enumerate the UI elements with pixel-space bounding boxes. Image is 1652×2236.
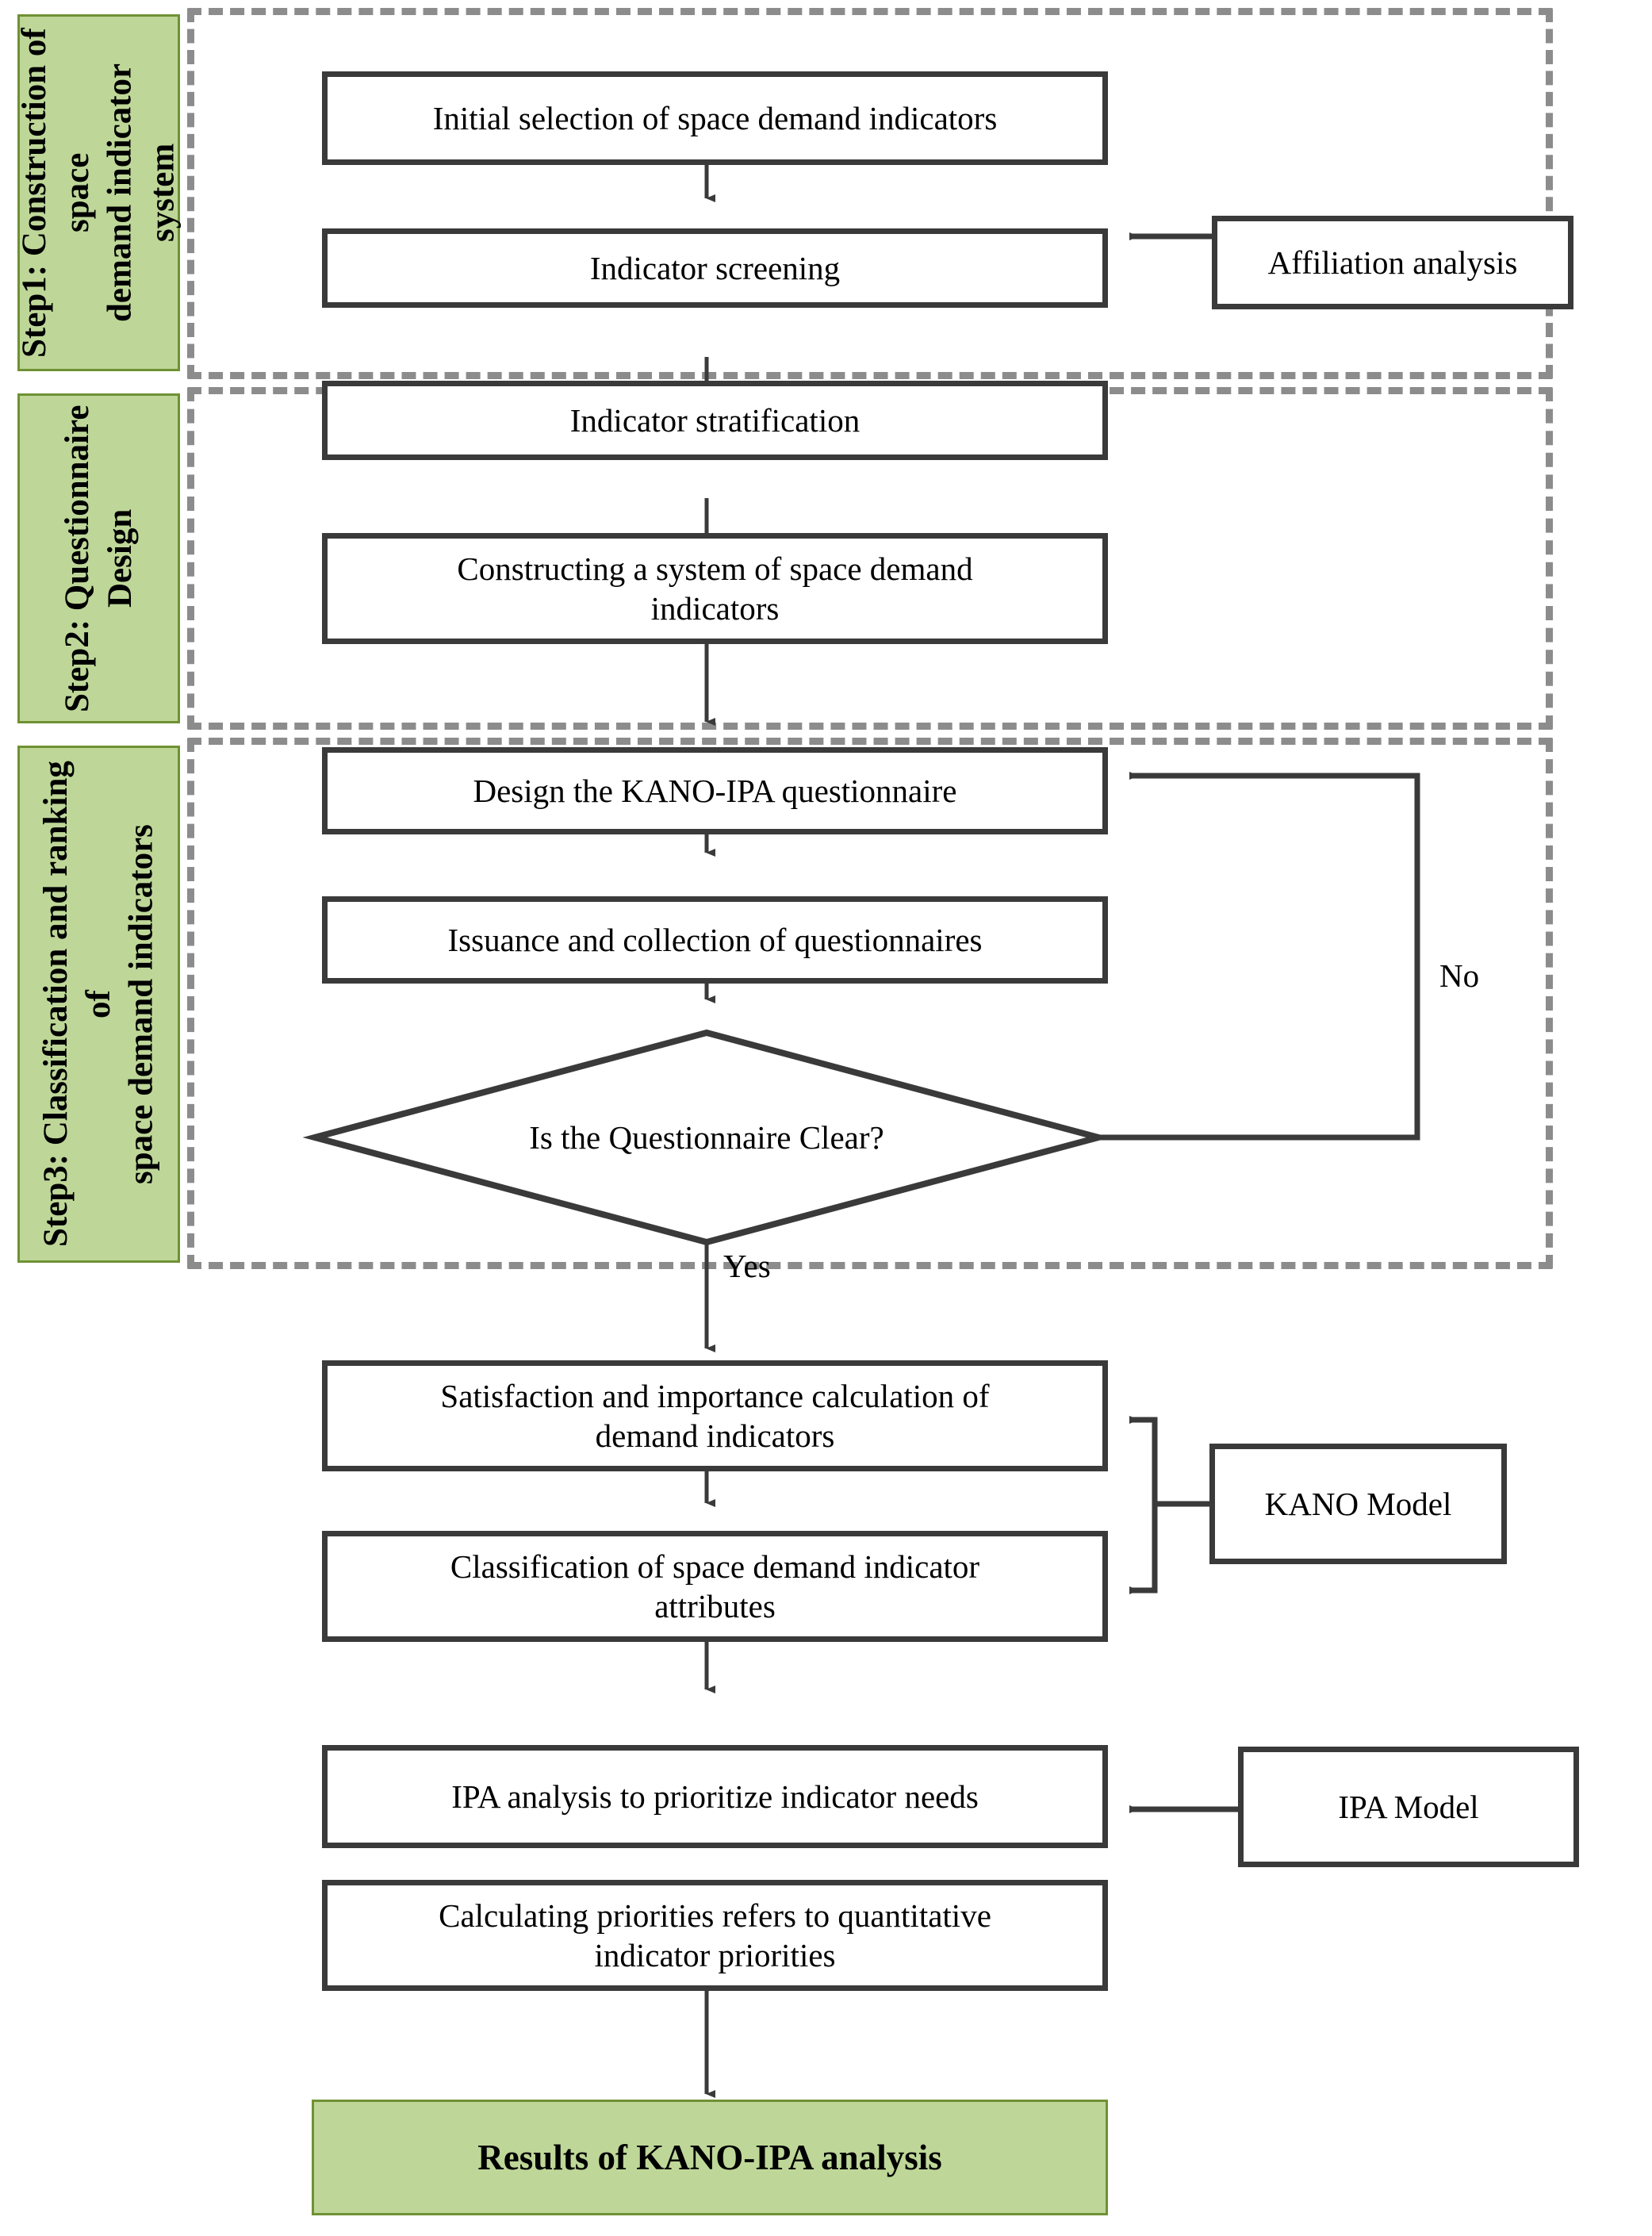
node-label: Satisfaction and importance calculation … <box>440 1377 990 1454</box>
node-indicator-stratification[interactable]: Indicator stratification <box>322 381 1108 460</box>
decision-questionnaire-clear[interactable]: Is the Questionnaire Clear? <box>421 1106 992 1169</box>
node-ipa-model[interactable]: IPA Model <box>1238 1747 1579 1867</box>
band-step1: Step1: Construction of space demand indi… <box>16 14 181 371</box>
node-label: Issuance and collection of questionnaire… <box>447 921 983 958</box>
node-label: Classification of space demand indicator… <box>450 1548 980 1624</box>
node-initial-selection[interactable]: Initial selection of space demand indica… <box>322 71 1108 165</box>
band-step3-label: Step3: Classification and ranking of spa… <box>36 761 160 1248</box>
node-constructing-system[interactable]: Constructing a system of space demand in… <box>322 533 1108 644</box>
node-label: Affiliation analysis <box>1267 244 1518 281</box>
node-label: Design the KANO-IPA questionnaire <box>473 772 957 809</box>
node-kano-model[interactable]: KANO Model <box>1209 1444 1507 1564</box>
node-label: Constructing a system of space demand in… <box>457 550 973 627</box>
band-step2: Step2: Questionnaire Design <box>17 393 180 723</box>
node-label: KANO Model <box>1264 1485 1452 1522</box>
node-label: Indicator screening <box>589 249 841 286</box>
node-calculating-priorities[interactable]: Calculating priorities refers to quantit… <box>322 1880 1108 1991</box>
band-step1-label: Step1: Construction of space demand indi… <box>16 28 182 358</box>
node-label: Initial selection of space demand indica… <box>432 99 998 136</box>
band-step2-label: Step2: Questionnaire Design <box>58 405 139 712</box>
node-label: IPA Model <box>1338 1788 1479 1825</box>
result-label: Results of KANO-IPA analysis <box>477 2138 942 2177</box>
edge-label-no: No <box>1439 957 1479 995</box>
node-label: Calculating priorities refers to quantit… <box>439 1897 991 1973</box>
step1-group-outline <box>187 8 1553 379</box>
node-label: IPA analysis to prioritize indicator nee… <box>451 1778 979 1815</box>
node-classification-attributes[interactable]: Classification of space demand indicator… <box>322 1531 1108 1642</box>
node-affiliation-analysis[interactable]: Affiliation analysis <box>1212 216 1573 309</box>
node-issuance-collection[interactable]: Issuance and collection of questionnaire… <box>322 896 1108 984</box>
node-label: Indicator stratification <box>569 401 860 439</box>
node-indicator-screening[interactable]: Indicator screening <box>322 228 1108 308</box>
edge-label-yes-text: Yes <box>723 1248 771 1284</box>
band-step3: Step3: Classification and ranking of spa… <box>17 746 180 1263</box>
edge-label-no-text: No <box>1439 957 1480 994</box>
node-ipa-analysis[interactable]: IPA analysis to prioritize indicator nee… <box>322 1745 1108 1848</box>
result-banner: Results of KANO-IPA analysis <box>312 2100 1108 2215</box>
node-satisfaction-importance[interactable]: Satisfaction and importance calculation … <box>322 1360 1108 1471</box>
decision-label: Is the Questionnaire Clear? <box>529 1119 884 1156</box>
node-design-questionnaire[interactable]: Design the KANO-IPA questionnaire <box>322 747 1108 834</box>
step3-group-outline <box>187 738 1553 1269</box>
edge-label-yes: Yes <box>723 1247 771 1285</box>
